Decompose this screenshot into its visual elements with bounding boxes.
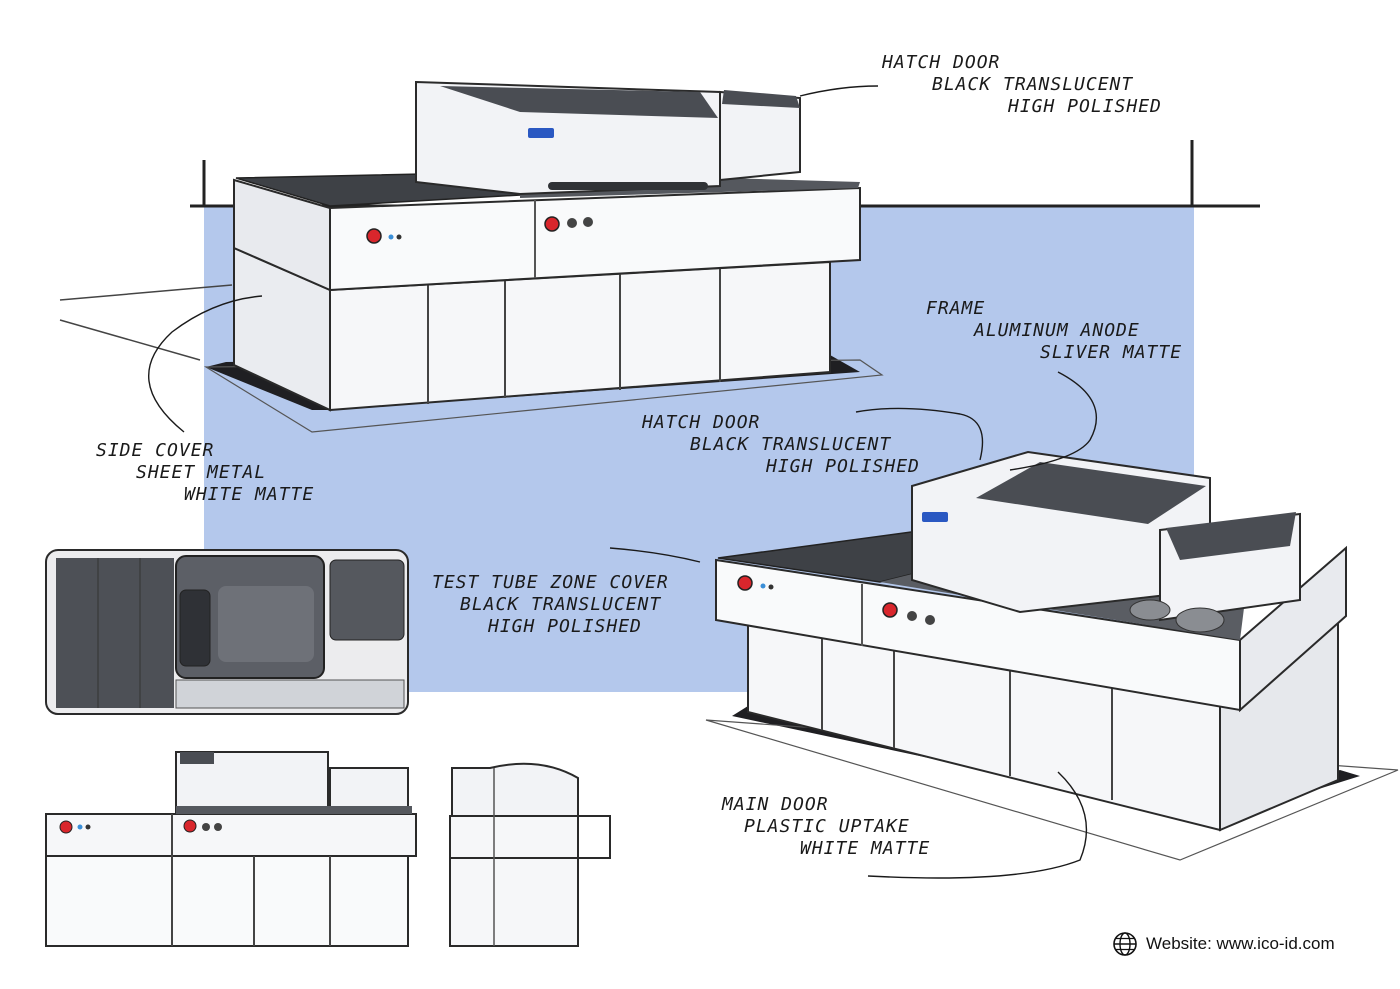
side-base bbox=[449, 815, 579, 947]
front-elevation-view bbox=[45, 751, 417, 947]
brand-logo bbox=[528, 128, 554, 138]
website-footer: Website: www.ico-id.com bbox=[1112, 930, 1335, 958]
side-module-lid bbox=[722, 90, 800, 108]
website-text[interactable]: Website: www.ico-id.com bbox=[1146, 934, 1335, 953]
sketch-stroke bbox=[59, 284, 233, 301]
elevation-base bbox=[45, 855, 409, 947]
machine-perspective-view bbox=[705, 450, 1399, 861]
sample-tray bbox=[1175, 607, 1225, 633]
machine-top-view bbox=[203, 80, 884, 433]
control-knob[interactable] bbox=[567, 218, 577, 228]
plan-test-tube-zone bbox=[56, 558, 174, 708]
status-led bbox=[85, 824, 91, 830]
leader-test-tube bbox=[609, 547, 701, 563]
annotation-line: SLIVER MATTE bbox=[1040, 342, 1183, 363]
annotation-line: BLACK TRANSLUCENT bbox=[460, 594, 662, 615]
power-button-red[interactable] bbox=[366, 228, 382, 244]
leader-side-cover bbox=[148, 295, 263, 433]
power-button-red[interactable] bbox=[183, 819, 197, 833]
plan-side-module bbox=[329, 559, 405, 641]
annotation-line: HIGH POLISHED bbox=[1008, 96, 1162, 117]
status-led bbox=[396, 234, 402, 240]
side-top-module bbox=[451, 762, 579, 817]
control-knob[interactable] bbox=[925, 615, 935, 625]
annotation-test-tube-zone: TEST TUBE ZONE COVER BLACK TRANSLUCENT H… bbox=[432, 572, 669, 638]
annotation-line: FRAME bbox=[926, 298, 986, 319]
annotation-line: PLASTIC UPTAKE bbox=[744, 816, 910, 837]
control-knob[interactable] bbox=[583, 217, 593, 227]
top-module-lid bbox=[440, 86, 718, 118]
sketch-stroke bbox=[59, 319, 201, 361]
power-button-red[interactable] bbox=[544, 216, 560, 232]
annotation-side-cover: SIDE COVER SHEET METAL WHITE MATTE bbox=[96, 440, 314, 506]
annotation-line: HATCH DOOR bbox=[642, 412, 761, 433]
leader-hatch-top bbox=[799, 85, 879, 97]
annotation-hatch-door-top: HATCH DOOR BLACK TRANSLUCENT HIGH POLISH… bbox=[882, 52, 1162, 118]
annotation-main-door: MAIN DOOR PLASTIC UPTAKE WHITE MATTE bbox=[722, 794, 930, 860]
control-knob[interactable] bbox=[202, 823, 210, 831]
annotation-line: HIGH POLISHED bbox=[766, 456, 920, 477]
upper-band-front bbox=[329, 186, 861, 292]
sample-tray bbox=[1129, 599, 1171, 621]
annotation-line: SIDE COVER bbox=[96, 440, 215, 461]
annotation-line: HATCH DOOR bbox=[882, 52, 1001, 73]
annotation-line: SHEET METAL bbox=[136, 462, 267, 483]
annotation-line: TEST TUBE ZONE COVER bbox=[432, 572, 669, 593]
elevation-rail bbox=[176, 806, 412, 814]
leader-frame bbox=[1009, 371, 1098, 471]
control-knob[interactable] bbox=[907, 611, 917, 621]
annotation-line: MAIN DOOR bbox=[722, 794, 829, 815]
annotation-hatch-door-mid: HATCH DOOR BLACK TRANSLUCENT HIGH POLISH… bbox=[642, 412, 920, 478]
elevation-upper-band bbox=[45, 813, 417, 857]
plan-view bbox=[45, 549, 409, 715]
annotation-line: WHITE MATTE bbox=[800, 838, 931, 859]
side-band bbox=[449, 815, 611, 859]
annotation-frame: FRAME ALUMINUM ANODE SLIVER MATTE bbox=[926, 298, 1182, 364]
leader-hatch-mid bbox=[855, 407, 984, 461]
annotation-line: WHITE MATTE bbox=[184, 484, 315, 505]
annotation-line: BLACK TRANSLUCENT bbox=[690, 434, 892, 455]
brand-logo bbox=[922, 512, 948, 522]
leader-main-door bbox=[867, 771, 1088, 879]
plan-lid bbox=[218, 586, 314, 662]
side-elevation-view bbox=[449, 762, 611, 947]
elevation-lid bbox=[180, 752, 214, 764]
power-button-red[interactable] bbox=[59, 820, 73, 834]
top-module-lid bbox=[976, 462, 1206, 524]
upper-band-side bbox=[1239, 545, 1347, 713]
slider-rail bbox=[548, 182, 708, 190]
status-led bbox=[760, 583, 766, 589]
status-led bbox=[768, 584, 774, 590]
status-led bbox=[77, 824, 83, 830]
control-knob[interactable] bbox=[214, 823, 222, 831]
power-button-red[interactable] bbox=[882, 602, 898, 618]
annotation-line: BLACK TRANSLUCENT bbox=[932, 74, 1134, 95]
annotation-line: ALUMINUM ANODE bbox=[974, 320, 1140, 341]
power-button-red[interactable] bbox=[737, 575, 753, 591]
status-led bbox=[388, 234, 394, 240]
leader-lines bbox=[148, 85, 1098, 879]
plan-hatch bbox=[179, 589, 211, 667]
side-module-lid bbox=[1166, 512, 1296, 560]
plan-deck bbox=[175, 679, 405, 709]
annotation-line: HIGH POLISHED bbox=[488, 616, 642, 637]
globe-icon bbox=[1113, 932, 1137, 956]
